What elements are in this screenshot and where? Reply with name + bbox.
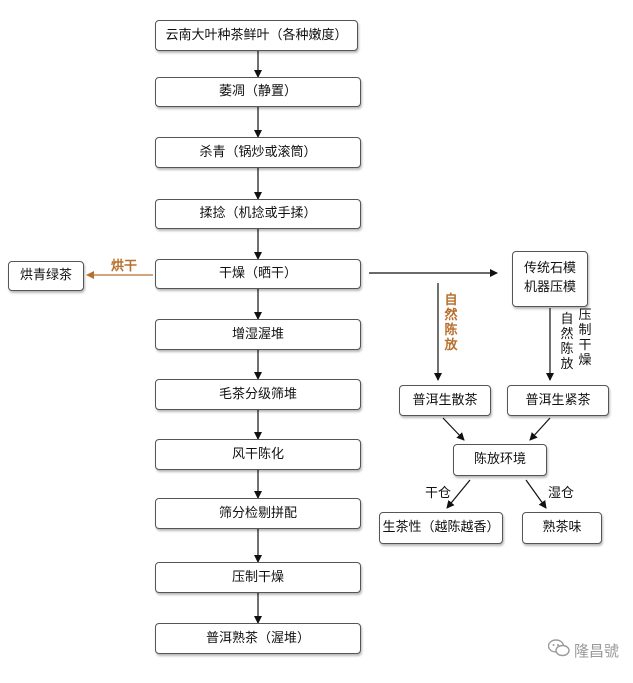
step-air-aging: 风干陈化 bbox=[155, 439, 361, 470]
raw-loose-tea-box: 普洱生散茶 bbox=[399, 385, 491, 416]
raw-tea-result-box: 生茶性（越陈越香） bbox=[379, 512, 503, 544]
step-grading: 毛茶分级筛堆 bbox=[155, 379, 361, 410]
press-label-col2: 压制干燥 bbox=[578, 308, 592, 368]
baked-green-tea-box: 烘青绿茶 bbox=[8, 261, 84, 291]
aging-environment-box: 陈放环境 bbox=[453, 444, 547, 476]
step-wet-piling: 增湿渥堆 bbox=[155, 319, 361, 350]
baking-label: 烘干 bbox=[111, 259, 138, 274]
wet-storage-label: 湿仓 bbox=[548, 486, 575, 501]
watermark: 隆昌號 bbox=[547, 639, 619, 661]
watermark-text: 隆昌號 bbox=[573, 641, 619, 660]
mold-press-box: 传统石模 机器压模 bbox=[512, 251, 588, 307]
press-label-col1: 自然陈放 bbox=[560, 312, 574, 372]
step-fresh-leaves: 云南大叶种茶鲜叶（各种嫩度） bbox=[155, 20, 358, 51]
wechat-icon bbox=[547, 639, 570, 661]
raw-compressed-tea-box: 普洱生紧茶 bbox=[507, 385, 609, 416]
natural-aging-label: 自然陈放 bbox=[444, 293, 458, 353]
step-drying: 干燥（晒干） bbox=[155, 259, 361, 289]
dry-storage-label: 干仓 bbox=[425, 486, 452, 501]
step-withering: 萎凋（静置） bbox=[155, 77, 361, 107]
ripe-tea-result-box: 熟茶味 bbox=[522, 512, 602, 544]
step-fixing: 杀青（锅炒或滚筒） bbox=[155, 137, 361, 168]
step-sorting-blending: 筛分检剔拼配 bbox=[155, 498, 361, 529]
step-rolling: 揉捻（机捻或手揉） bbox=[155, 199, 361, 229]
step-pressing-drying: 压制干燥 bbox=[155, 562, 361, 593]
step-ripe-puer: 普洱熟茶（渥堆） bbox=[155, 623, 361, 654]
